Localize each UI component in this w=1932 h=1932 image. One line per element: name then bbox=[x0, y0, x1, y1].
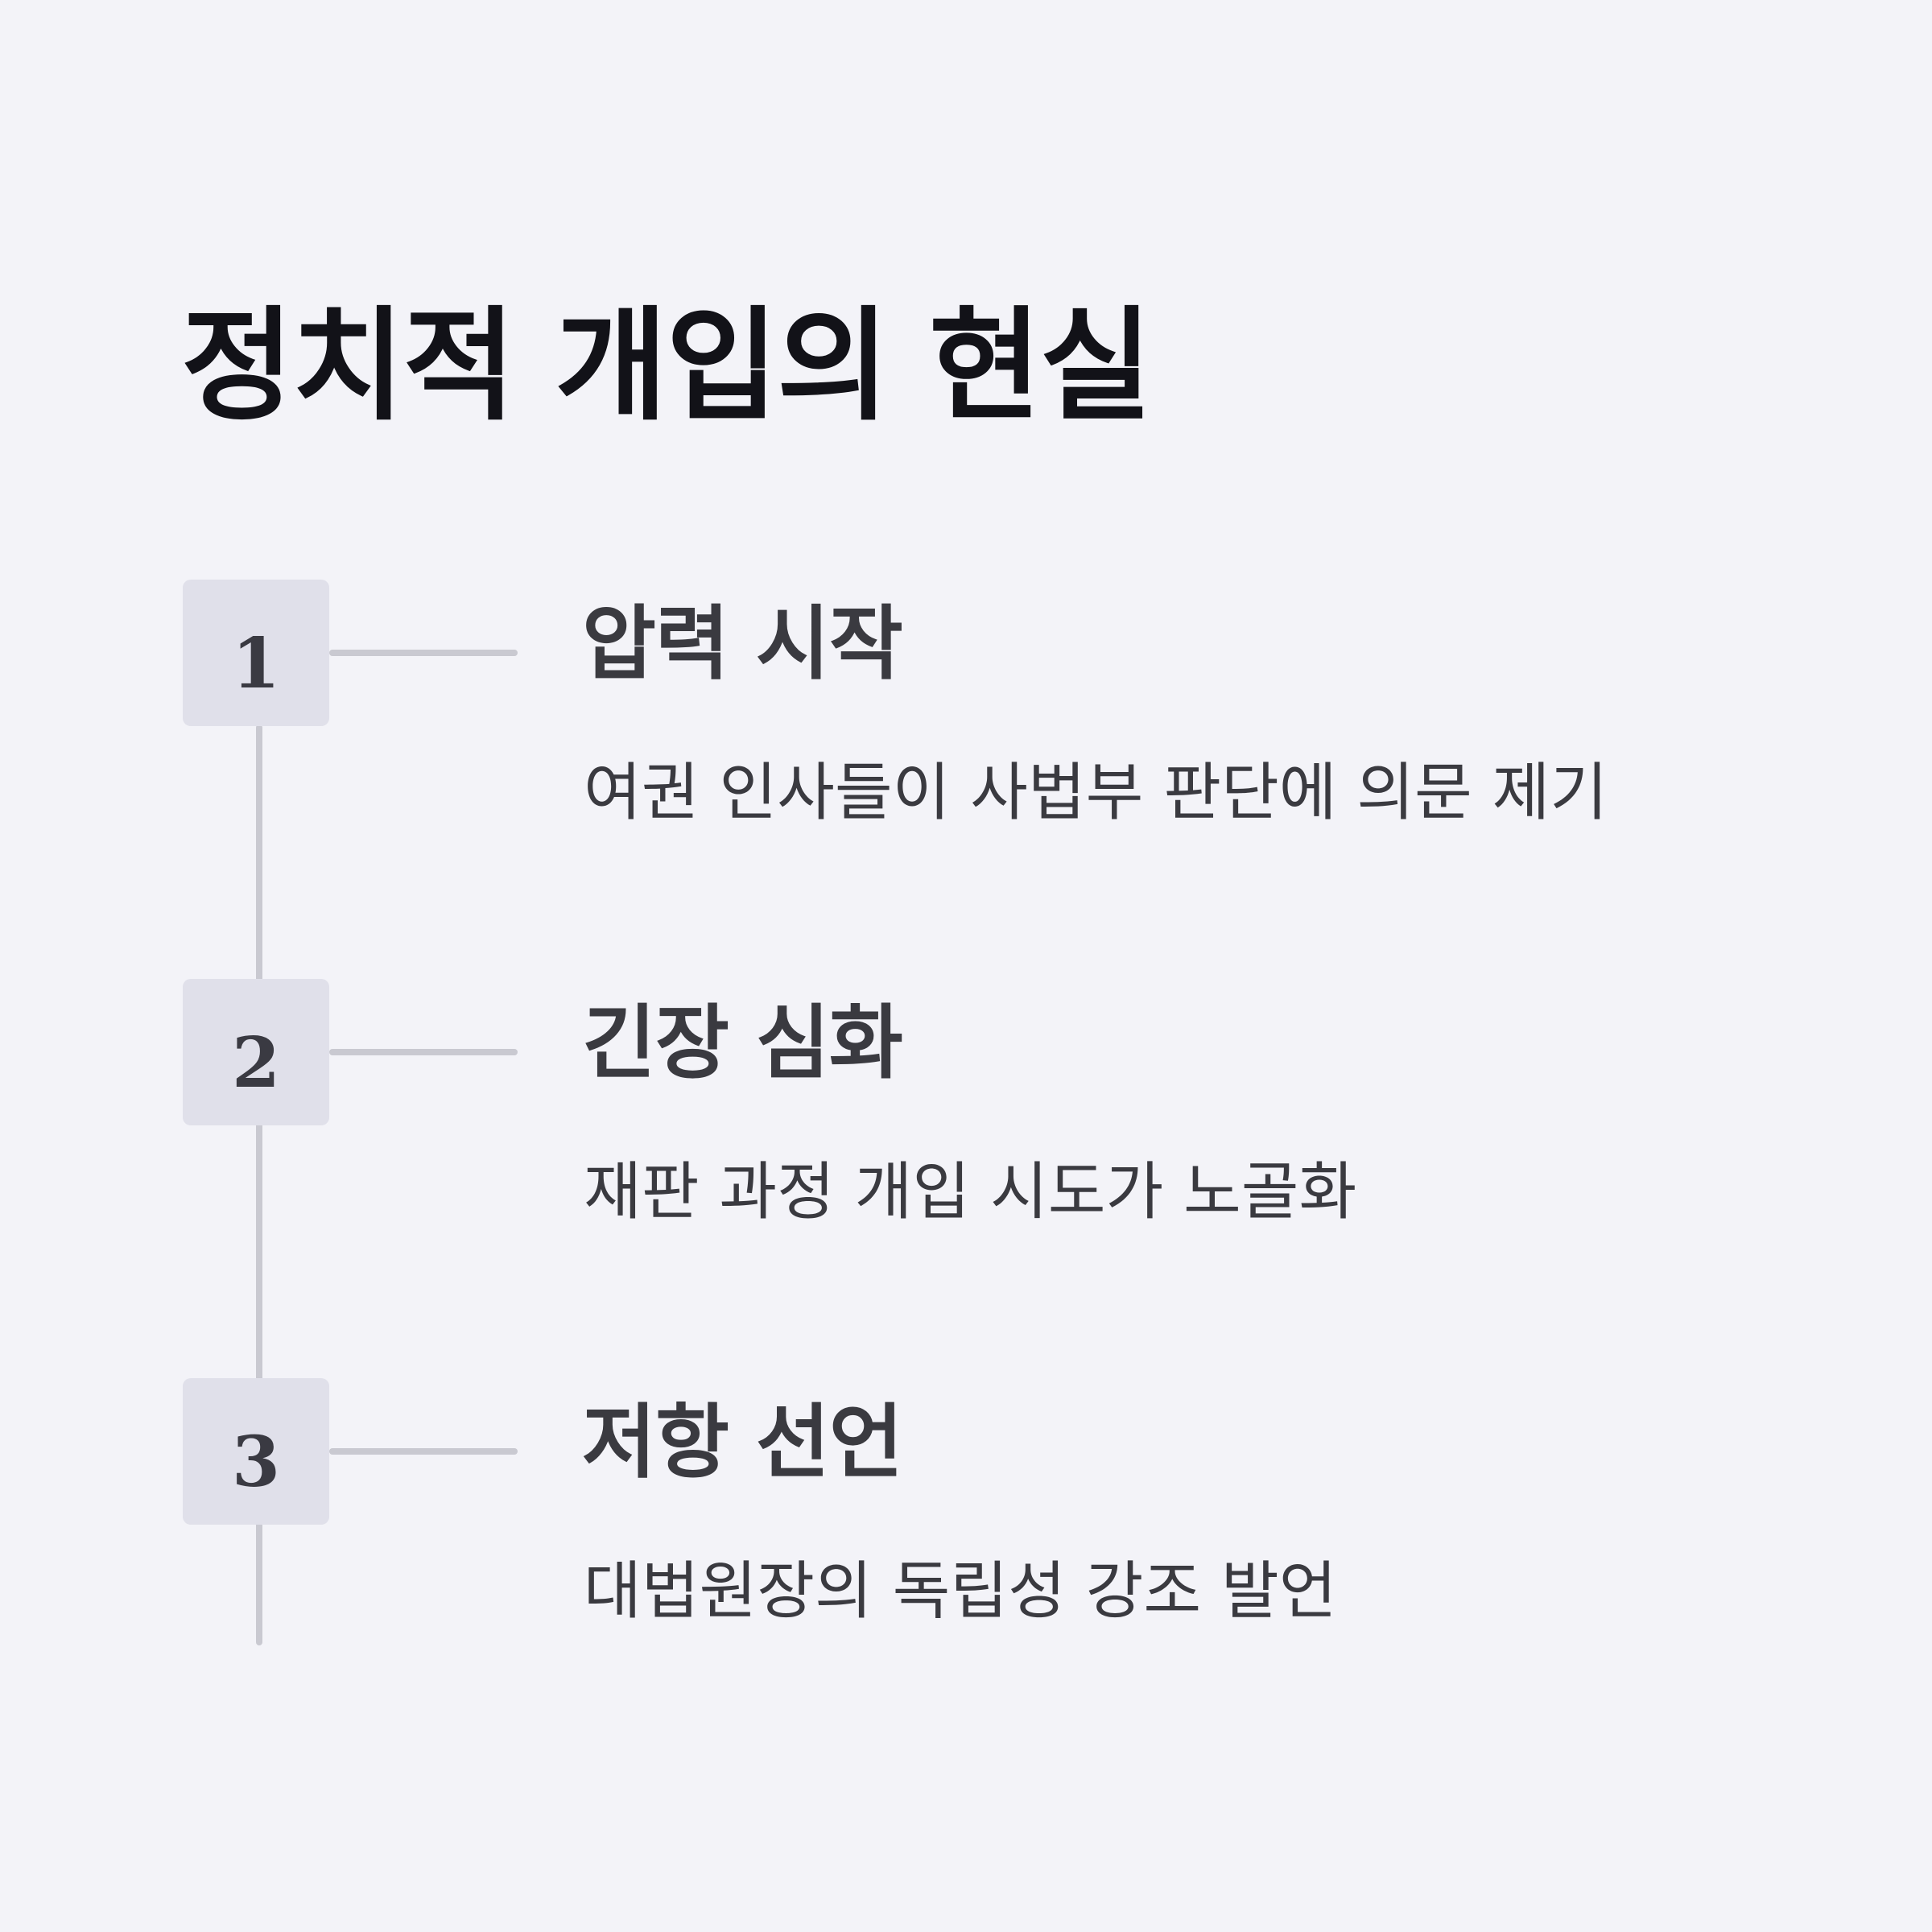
step-number: 2 bbox=[232, 1022, 280, 1104]
page-title: 정치적 개입의 현실 bbox=[181, 295, 1153, 437]
step-connector-line bbox=[329, 650, 518, 656]
step-connector-line bbox=[329, 1049, 518, 1055]
timeline-vertical-line bbox=[256, 724, 262, 1645]
step-description: 여권 인사들이 사법부 판단에 의문 제기 bbox=[584, 757, 1608, 829]
step-title: 저항 선언 bbox=[582, 1395, 903, 1489]
step-title: 긴장 심화 bbox=[582, 996, 903, 1090]
step-number: 1 bbox=[232, 623, 280, 704]
timeline-step-2: 2 긴장 심화 재판 과정 개입 시도가 노골화 bbox=[0, 979, 1932, 1301]
step-description: 대법원장의 독립성 강조 발언 bbox=[584, 1555, 1337, 1628]
step-description: 재판 과정 개입 시도가 노골화 bbox=[584, 1156, 1357, 1228]
step-number: 3 bbox=[232, 1422, 280, 1503]
timeline-step-1: 1 압력 시작 여권 인사들이 사법부 판단에 의문 제기 bbox=[0, 580, 1932, 902]
step-number-badge: 3 bbox=[183, 1378, 329, 1525]
timeline-step-3: 3 저항 선언 대법원장의 독립성 강조 발언 bbox=[0, 1378, 1932, 1700]
step-title: 압력 시작 bbox=[582, 597, 903, 691]
step-connector-line bbox=[329, 1448, 518, 1455]
step-number-badge: 1 bbox=[183, 580, 329, 726]
step-number-badge: 2 bbox=[183, 979, 329, 1125]
